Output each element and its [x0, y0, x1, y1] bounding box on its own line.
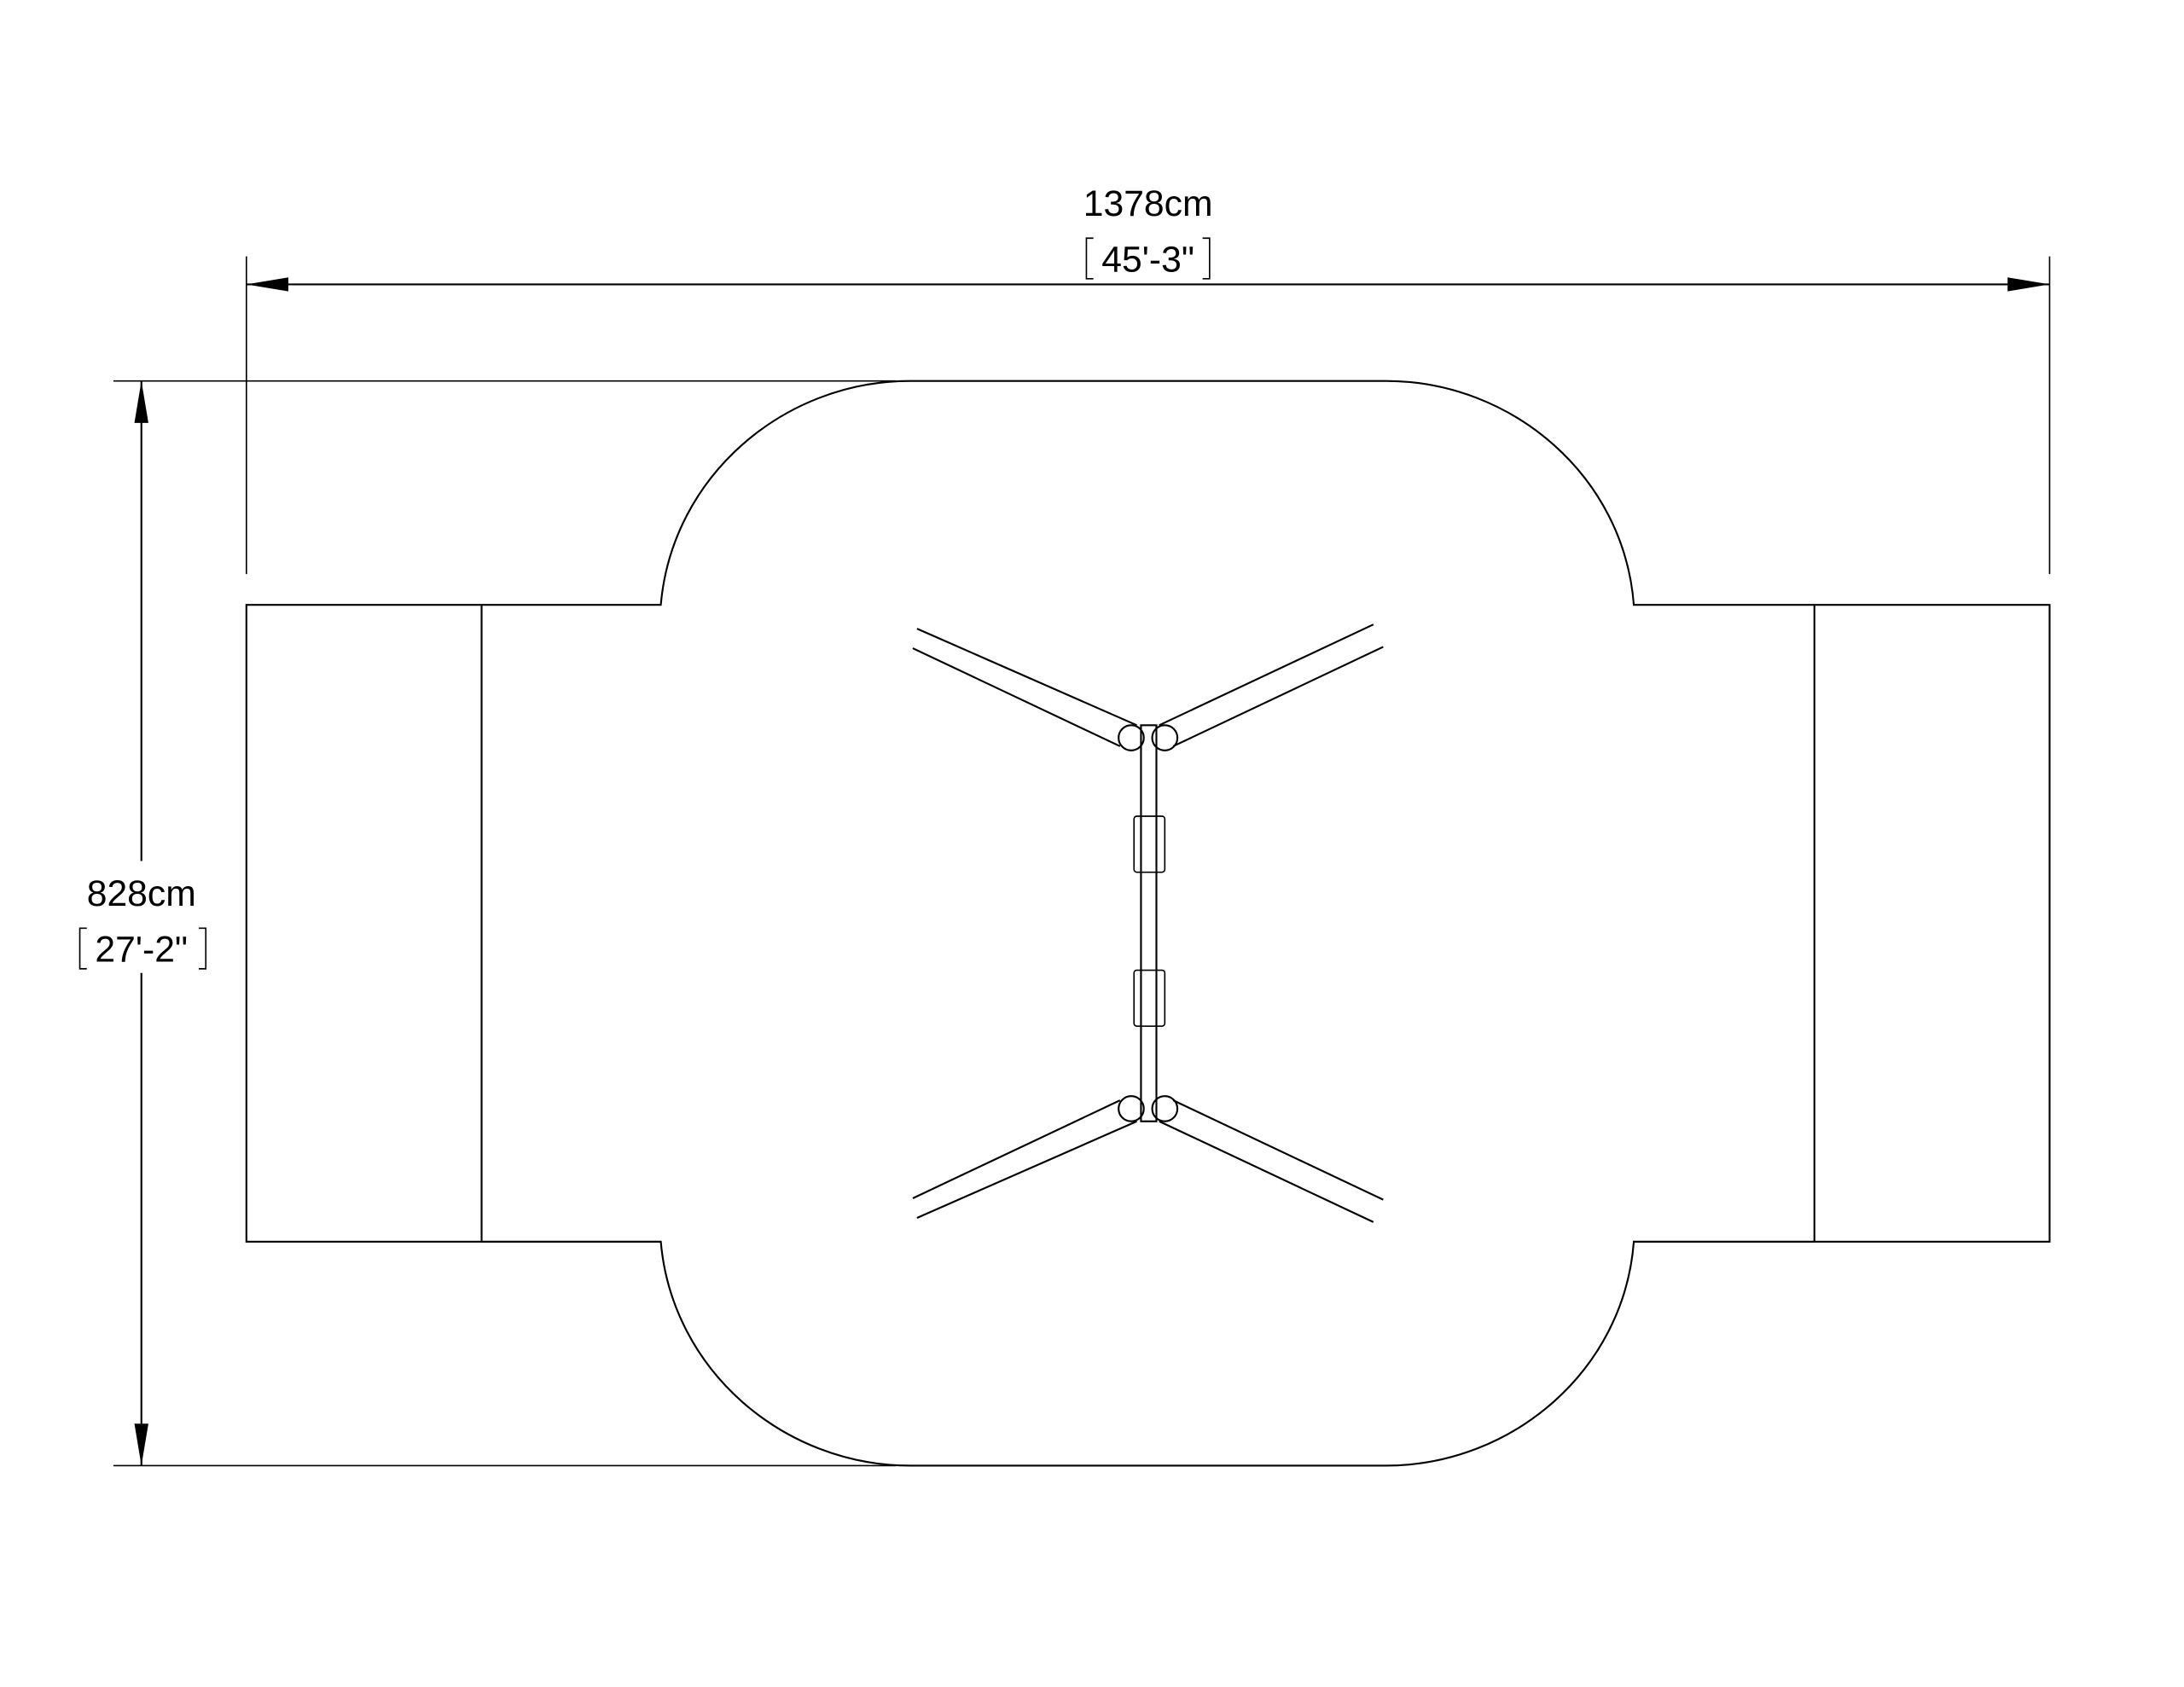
connector: [1133, 815, 1166, 873]
center-beam: [1140, 724, 1158, 1122]
width-metric-label: 1378cm: [1083, 183, 1213, 224]
left-zone: [245, 604, 483, 1243]
top-rounded-boundary: [481, 380, 1815, 606]
width-imperial-brackets: [1085, 237, 1211, 280]
joint: [1118, 724, 1145, 751]
center-structure: [912, 623, 1384, 1223]
height-imperial-brackets: [78, 927, 207, 970]
height-dimension: 828cm 27'-2": [70, 380, 897, 1467]
bottom-rounded-boundary: [481, 1240, 1815, 1467]
right-zone: [1813, 604, 2051, 1243]
play-area-outline: [245, 380, 2051, 1467]
connector: [1133, 969, 1166, 1027]
height-imperial-label: 27'-2": [95, 930, 188, 971]
width-dimension: 1378cm 45'-3": [246, 183, 2051, 575]
width-imperial-label: 45'-3": [1101, 240, 1194, 281]
joint: [1151, 1095, 1179, 1122]
height-metric-label: 828cm: [87, 873, 196, 914]
joint: [1151, 724, 1179, 751]
joint: [1118, 1095, 1145, 1122]
